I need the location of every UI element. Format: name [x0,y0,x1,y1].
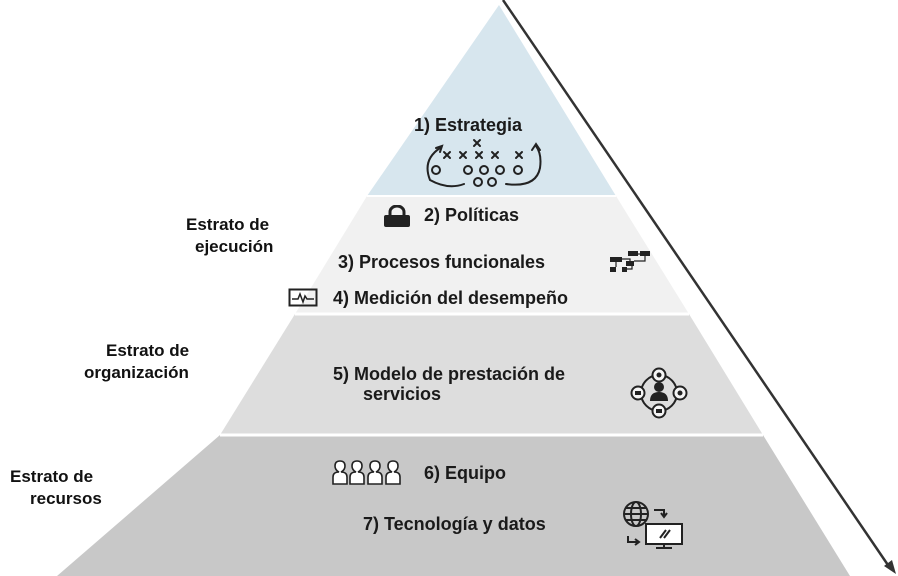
item-politicas: 2) Políticas [424,205,520,225]
pyramid-band-resources [57,435,850,576]
edge-arrowhead [884,560,896,574]
item-equipo: 6) Equipo [424,463,506,483]
stratum-ejecucion-line1: Estrato de [186,215,270,234]
team-icon [332,460,401,485]
stratum-label-recursos: Estrato de recursos [10,466,120,510]
stratum-organizacion-line2: organización [84,363,189,382]
item-modelo-prestacion: 5) Modelo de prestación de servicios [333,363,565,403]
flowchart-icon [610,251,650,272]
technology-data-icon [623,501,683,549]
performance-monitor-icon [288,288,318,307]
strategy-play-icon [426,139,542,188]
pyramid-band-strategy [367,5,616,196]
item-modelo-prestacion-line1: 5) Modelo de prestación de [333,364,566,384]
stratum-ejecucion-line2: ejecución [195,237,274,256]
item-procesos-funcionales: 3) Procesos funcionales [338,252,546,272]
stratum-organizacion-line1: Estrato de [106,341,190,360]
stratum-recursos-line2: recursos [30,489,102,508]
pyramid-band-organization [220,314,763,435]
service-model-icon [630,367,688,419]
item-tecnologia-datos: 7) Tecnología y datos [363,514,546,534]
item-medicion-desempeno: 4) Medición del desempeño [333,288,569,308]
item-modelo-prestacion-line2: servicios [363,384,442,404]
stratum-recursos-line1: Estrato de [10,467,94,486]
item-estrategia: 1) Estrategia [414,115,523,135]
lock-icon [384,205,410,227]
stratum-label-ejecucion: Estrato de ejecución [180,214,290,258]
pyramid-edge-line [501,0,892,569]
stratum-label-organizacion: Estrato de organización [84,340,214,384]
